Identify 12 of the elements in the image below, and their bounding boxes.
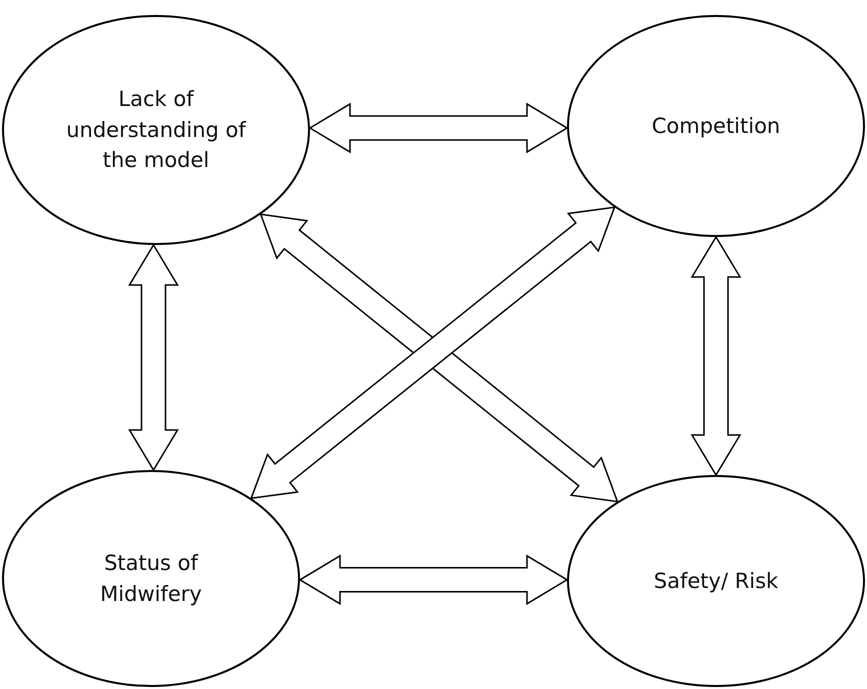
node-label: Status of Midwifery bbox=[99, 550, 203, 608]
node-label: Competition bbox=[652, 112, 780, 140]
ellipse-node bbox=[567, 15, 865, 237]
node-label: Lack of understanding of the model bbox=[65, 86, 248, 174]
ellipse-node bbox=[2, 15, 310, 245]
double-block-arrow bbox=[128, 244, 179, 472]
ellipse-node bbox=[2, 470, 300, 687]
double-block-arrow bbox=[690, 236, 742, 476]
node-label: Safety/ Risk bbox=[654, 568, 778, 595]
double-block-arrow bbox=[298, 554, 568, 606]
double-block-arrow bbox=[308, 102, 568, 154]
ellipse-node bbox=[567, 475, 865, 687]
